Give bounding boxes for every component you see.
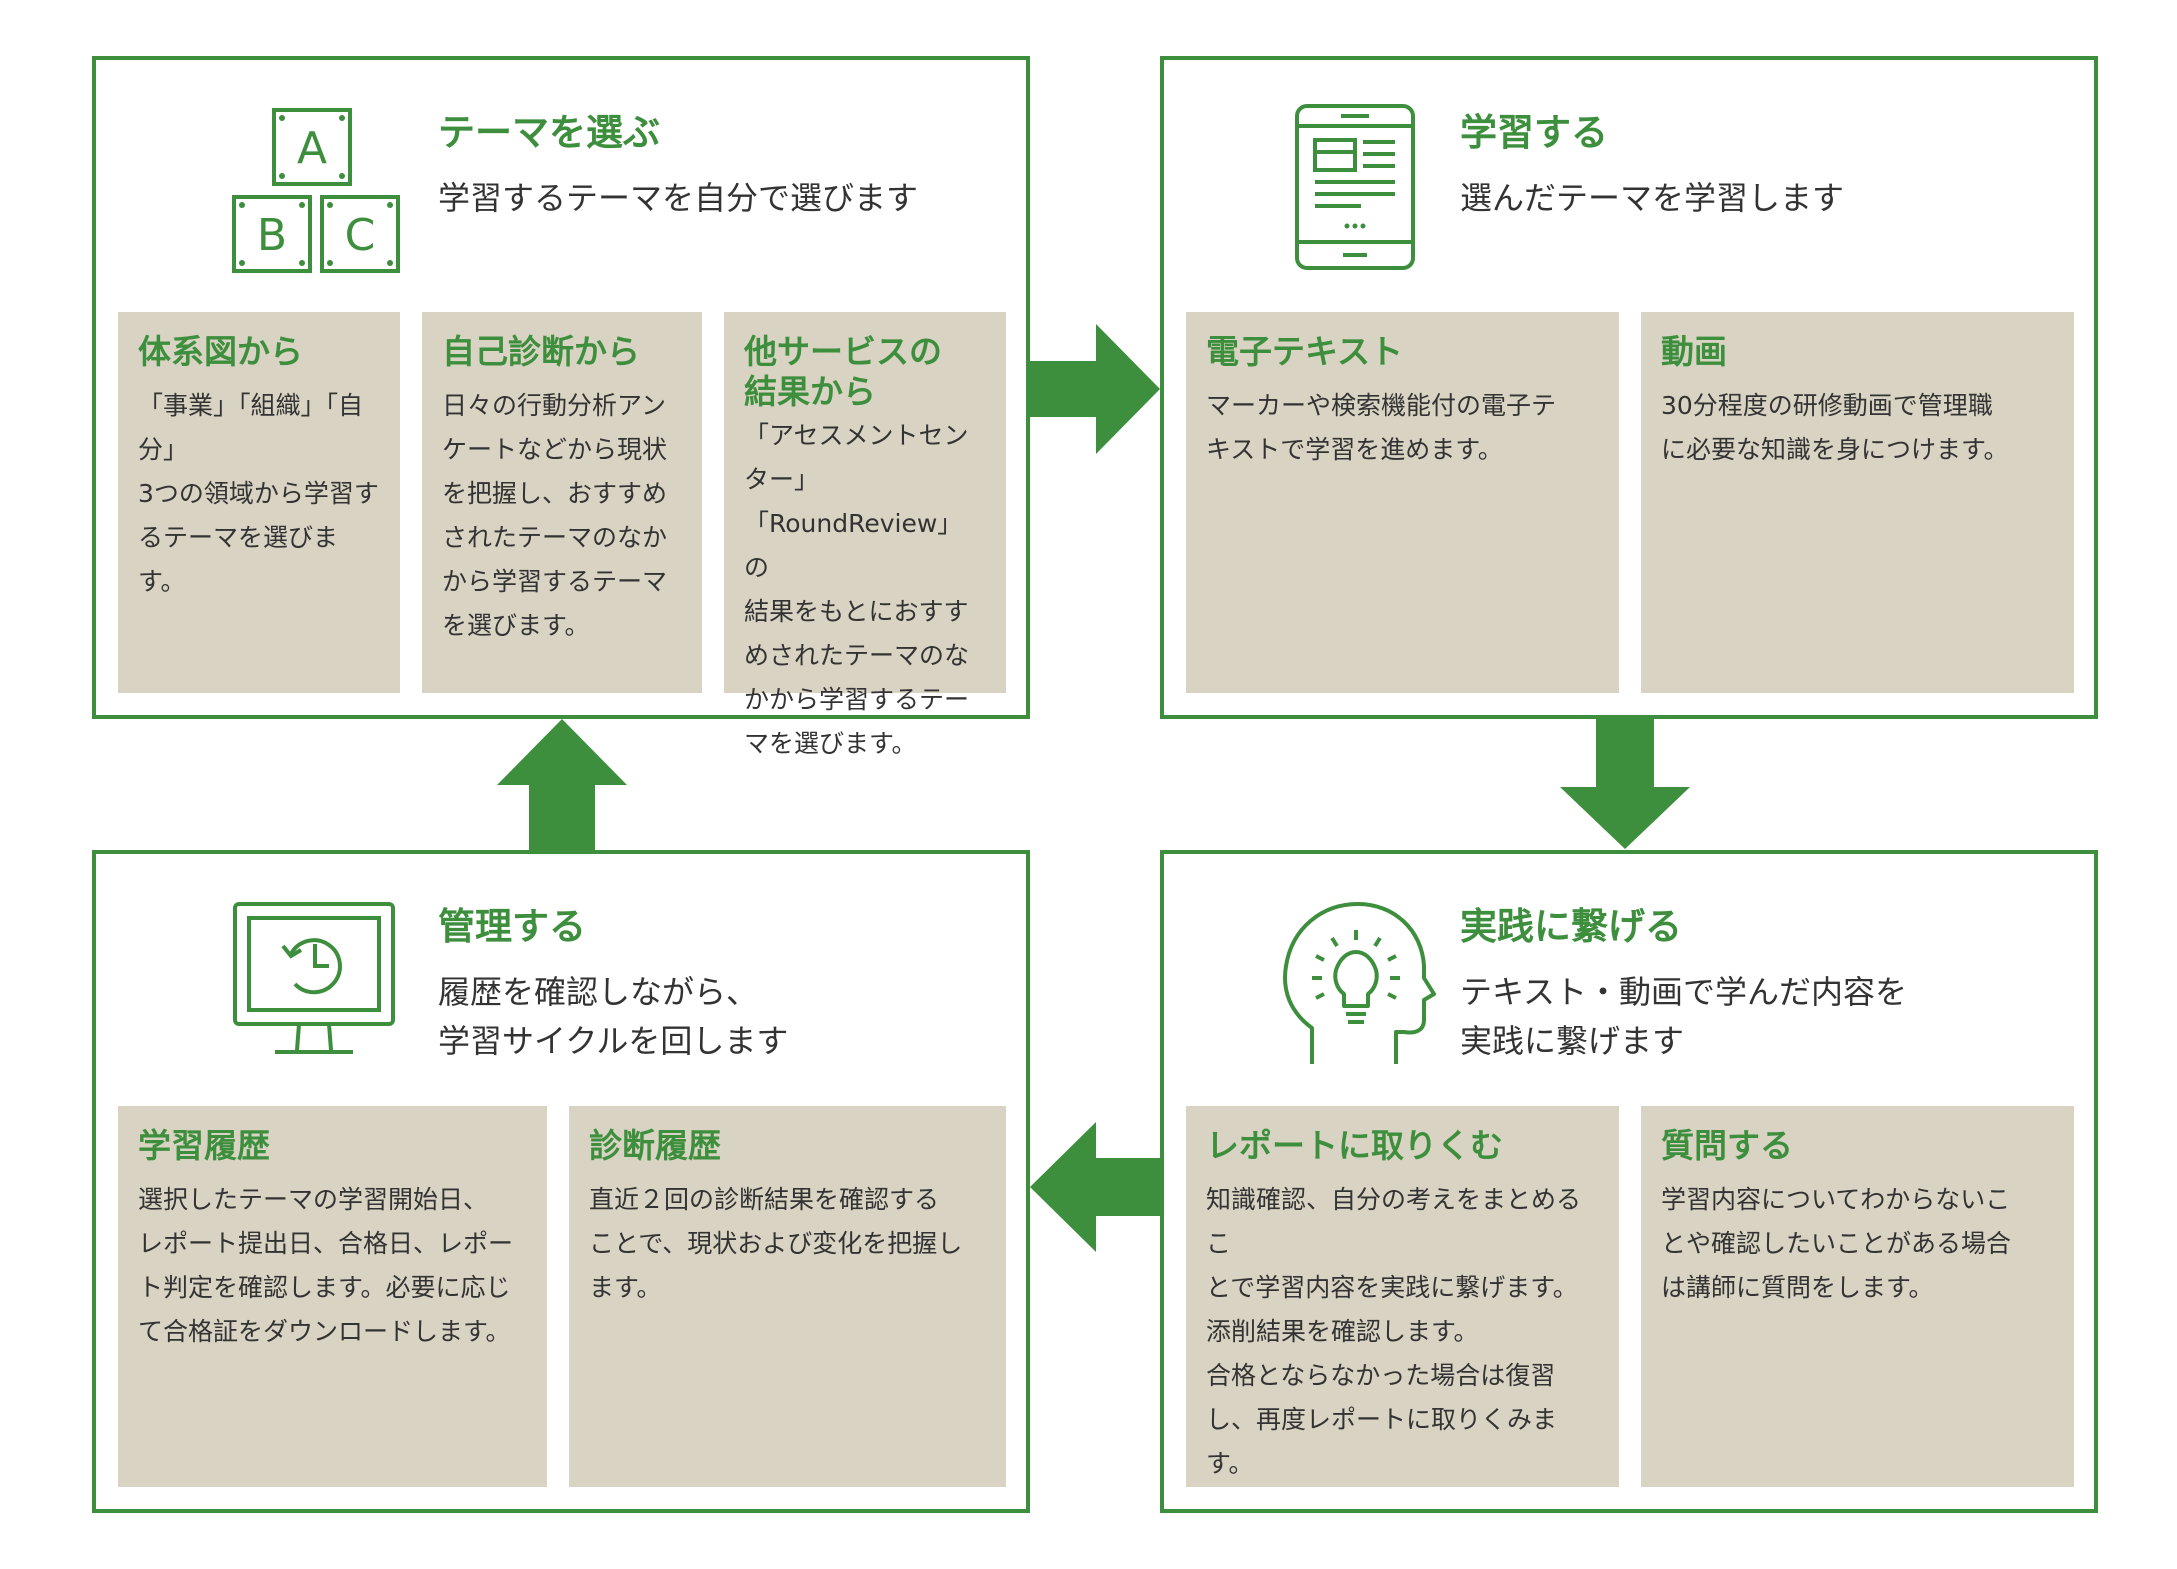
panel-description: 選んだテーマを学習します (1460, 179, 1845, 217)
card-body: 直近２回の診断結果を確認する ことで、現状および変化を把握し ます。 (589, 1185, 963, 1302)
panel-description: テキスト・動画で学んだ内容を 実践に繋げます (1460, 973, 1908, 1060)
abc-blocks-icon: A B C (232, 108, 400, 273)
panel-description: 履歴を確認しながら、 学習サイクルを回します (438, 973, 789, 1060)
panel-title: 実践に繋げる (1460, 905, 1682, 948)
panel-description: 学習するテーマを自分で選びます (438, 179, 919, 217)
panel-practice: 実践に繋げる テキスト・動画で学んだ内容を 実践に繋げます レポートに取りくむ … (1160, 850, 2098, 1513)
card-e-text: 電子テキスト マーカーや検索機能付の電子テ キストで学習を進めます。 (1186, 312, 1619, 693)
panel-title: テーマを選ぶ (438, 111, 660, 154)
card-report: レポートに取りくむ 知識確認、自分の考えをまとめるこ とで学習内容を実践に繋げま… (1186, 1106, 1619, 1487)
card-body: 「事業」「組織」「自分」 3つの領域から学習す るテーマを選びます。 (138, 391, 379, 596)
card-other-services: 他サービスの 結果から 「アセスメントセンター」 「RoundReview」の … (724, 312, 1006, 758)
head-lightbulb-icon (1283, 902, 1436, 1064)
panel-title: 管理する (438, 905, 586, 948)
card-title: 他サービスの 結果から (744, 332, 942, 411)
card-system-map: 体系図から 「事業」「組織」「自分」 3つの領域から学習す るテーマを選びます。 (118, 312, 400, 693)
arrow-right (1030, 324, 1160, 454)
card-title: 動画 (1661, 332, 1727, 371)
card-title: レポートに取りくむ (1206, 1126, 1503, 1165)
card-learning-history: 学習履歴 選択したテーマの学習開始日、 レポート提出日、合格日、レポー ト判定を… (118, 1106, 547, 1487)
card-body: 「アセスメントセンター」 「RoundReview」の 結果をもとにおすす めさ… (744, 421, 970, 758)
card-title: 自己診断から (442, 332, 640, 371)
card-title: 電子テキスト (1206, 332, 1404, 371)
card-body: 選択したテーマの学習開始日、 レポート提出日、合格日、レポー ト判定を確認します… (138, 1185, 514, 1346)
card-diagnosis-history: 診断履歴 直近２回の診断結果を確認する ことで、現状および変化を把握し ます。 (569, 1106, 1006, 1487)
block-c-label: C (345, 210, 376, 261)
card-body: 30分程度の研修動画で管理職 に必要な知識を身につけます。 (1661, 391, 2009, 464)
tablet-icon (1295, 104, 1415, 270)
block-a-label: A (297, 123, 327, 174)
card-body: 学習内容についてわからないこ とや確認したいことがある場合 は講師に質問をします… (1661, 1185, 2012, 1302)
panel-select-theme: A B C テーマを選ぶ 学習するテーマを自分で選びます 体系図から 「事業」「… (92, 56, 1030, 758)
card-title: 体系図から (138, 332, 303, 371)
arrow-up (497, 719, 627, 850)
card-body: 日々の行動分析アン ケートなどから現状 を把握し、おすすめ されたテーマのなか … (442, 391, 668, 640)
card-title: 学習履歴 (138, 1126, 270, 1165)
arrow-left (1030, 1122, 1160, 1252)
block-b-label: B (257, 210, 287, 261)
card-title: 診断履歴 (589, 1126, 721, 1165)
panel-learn: 学習する 選んだテーマを学習します 電子テキスト マーカーや検索機能付の電子テ … (1160, 56, 2098, 719)
arrow-down (1560, 719, 1690, 849)
card-self-diagnosis: 自己診断から 日々の行動分析アン ケートなどから現状 を把握し、おすすめ された… (422, 312, 702, 693)
panel-manage: 管理する 履歴を確認しながら、 学習サイクルを回します 学習履歴 選択したテーマ… (92, 850, 1030, 1513)
card-body: マーカーや検索機能付の電子テ キストで学習を進めます。 (1206, 391, 1557, 464)
panel-title: 学習する (1460, 111, 1608, 154)
card-title: 質問する (1661, 1126, 1793, 1165)
card-video: 動画 30分程度の研修動画で管理職 に必要な知識を身につけます。 (1641, 312, 2074, 693)
card-body: 知識確認、自分の考えをまとめるこ とで学習内容を実践に繋げます。 添削結果を確認… (1206, 1185, 1582, 1478)
card-question: 質問する 学習内容についてわからないこ とや確認したいことがある場合 は講師に質… (1641, 1106, 2074, 1487)
monitor-history-icon (233, 902, 395, 1054)
